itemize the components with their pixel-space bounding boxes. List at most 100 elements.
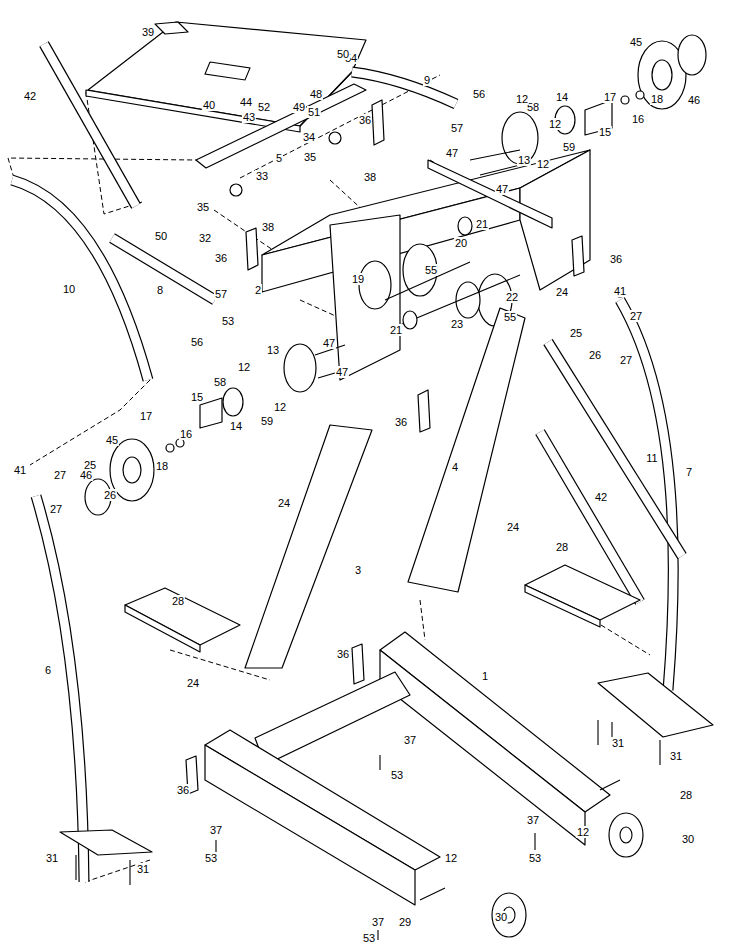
callout-number: 47 [495, 183, 509, 195]
callout-number: 25 [83, 459, 97, 471]
callout-number: 53 [528, 852, 542, 864]
callout-number: 12 [576, 826, 590, 838]
callout-number: 24 [555, 286, 569, 298]
callout-number: 47 [445, 147, 459, 159]
callout-number: 19 [351, 273, 365, 285]
callout-number: 31 [136, 863, 150, 875]
callout-number: 12 [515, 93, 529, 105]
callout-number: 2 [254, 284, 262, 296]
callout-number: 12 [548, 118, 562, 130]
callout-number: 37 [526, 814, 540, 826]
callout-number: 53 [390, 769, 404, 781]
callout-number: 24 [506, 521, 520, 533]
callout-number: 52 [257, 101, 271, 113]
callout-number: 39 [141, 26, 155, 38]
callout-number: 45 [629, 36, 643, 48]
callout-number: 35 [303, 151, 317, 163]
callout-number: 41 [613, 285, 627, 297]
callout-number: 57 [214, 288, 228, 300]
callout-number: 21 [475, 218, 489, 230]
callout-number: 38 [261, 221, 275, 233]
callout-number: 33 [255, 170, 269, 182]
callout-number: 32 [198, 232, 212, 244]
callout-number: 59 [260, 415, 274, 427]
callout-number: 15 [190, 391, 204, 403]
callout-number: 36 [358, 114, 372, 126]
callout-number: 58 [213, 376, 227, 388]
callout-number: 12 [237, 361, 251, 373]
callout-number: 36 [336, 648, 350, 660]
callout-number: 28 [555, 541, 569, 553]
callout-number: 16 [179, 428, 193, 440]
callout-number: 3 [354, 564, 362, 576]
callout-number: 1 [481, 670, 489, 682]
callout-number: 38 [363, 171, 377, 183]
callout-number: 25 [569, 327, 583, 339]
callout-number: 42 [594, 491, 608, 503]
callout-number: 55 [503, 311, 517, 323]
callout-number: 27 [619, 354, 633, 366]
callout-number: 40 [202, 99, 216, 111]
callout-number: 45 [105, 434, 119, 446]
callout-number: 41 [13, 464, 27, 476]
callout-number: 37 [403, 734, 417, 746]
callout-number: 23 [450, 318, 464, 330]
callout-number: 27 [49, 503, 63, 515]
callout-number: 17 [603, 91, 617, 103]
callout-number: 29 [398, 916, 412, 928]
callout-number: 31 [611, 737, 625, 749]
callout-number: 48 [309, 88, 323, 100]
callout-number: 55 [424, 264, 438, 276]
callout-number: 24 [277, 497, 291, 509]
callout-number: 12 [444, 852, 458, 864]
callout-number: 36 [394, 416, 408, 428]
callout-number: 21 [389, 324, 403, 336]
callout-number: 36 [214, 252, 228, 264]
callout-number: 59 [562, 141, 576, 153]
callout-number: 37 [371, 916, 385, 928]
callout-number: 46 [687, 94, 701, 106]
callout-number: 27 [629, 310, 643, 322]
callout-number: 36 [176, 784, 190, 796]
callout-number: 53 [362, 932, 376, 944]
callout-number: 53 [204, 852, 218, 864]
callout-number: 15 [598, 126, 612, 138]
callout-number: 28 [171, 595, 185, 607]
callout-number: 7 [685, 466, 693, 478]
callout-number: 30 [494, 911, 508, 923]
callout-number: 10 [62, 283, 76, 295]
callout-number: 36 [609, 253, 623, 265]
callout-number: 13 [517, 154, 531, 166]
callout-number: 12 [273, 401, 287, 413]
callout-number: 47 [322, 337, 336, 349]
callout-number: 5 [275, 152, 283, 164]
callout-number: 31 [669, 750, 683, 762]
callout-number: 43 [242, 111, 256, 123]
callout-number: 18 [155, 460, 169, 472]
callout-number: 8 [156, 284, 164, 296]
callout-number: 17 [139, 410, 153, 422]
callout-number: 20 [454, 237, 468, 249]
callout-number: 42 [23, 90, 37, 102]
callout-number: 11 [645, 452, 658, 464]
callout-number: 50 [154, 230, 168, 242]
callout-number: 56 [190, 336, 204, 348]
callout-number: 47 [335, 366, 349, 378]
callout-number: 27 [53, 469, 67, 481]
callout-number: 26 [103, 489, 117, 501]
callout-number: 35 [196, 201, 210, 213]
callout-number: 57 [450, 122, 464, 134]
callout-number: 22 [505, 291, 519, 303]
callout-number: 49 [292, 101, 306, 113]
callout-number: 6 [44, 664, 52, 676]
callout-number: 50 [336, 48, 350, 60]
callout-number: 31 [45, 852, 59, 864]
callout-number: 26 [588, 349, 602, 361]
callout-number: 12 [536, 158, 550, 170]
callout-number: 53 [221, 315, 235, 327]
callout-number: 30 [681, 833, 695, 845]
callout-number: 18 [650, 93, 664, 105]
callout-number: 13 [266, 344, 280, 356]
